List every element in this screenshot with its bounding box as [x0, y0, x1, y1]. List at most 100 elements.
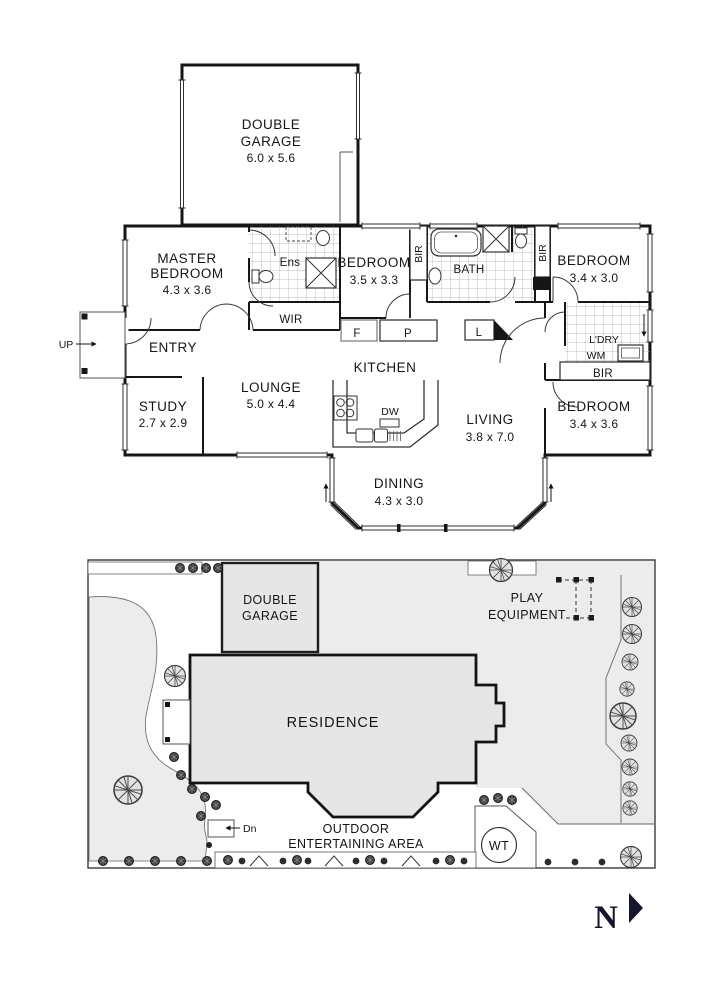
label-dining: DINING: [374, 476, 424, 491]
label-master-dims: 4.3 x 3.6: [163, 283, 212, 297]
label-pantry: P: [404, 328, 412, 340]
label-bedroom2: BEDROOM: [337, 255, 410, 270]
window-lounge-bottom: [236, 451, 328, 459]
label-bedroom3-dims: 3.4 x 3.0: [570, 271, 619, 285]
porch-post: [81, 368, 88, 374]
site-label-dn: Dn: [243, 823, 257, 835]
floor-plan-labels: DOUBLE GARAGE 6.0 x 5.6 MASTER BEDROOM 4…: [59, 117, 630, 508]
label-entry: ENTRY: [149, 340, 197, 355]
window-bay-bottom: [361, 524, 515, 532]
label-wir: WIR: [279, 314, 302, 326]
garage-door-right: [354, 72, 362, 140]
window-laundry-right: [646, 309, 654, 343]
down-step: Dn: [207, 819, 257, 838]
cooktop-icon: [333, 395, 358, 421]
residence-porch: [162, 699, 191, 745]
label-garage-dims: 6.0 x 5.6: [247, 151, 296, 165]
bay-mullion: [397, 524, 401, 532]
entry-door: [124, 317, 152, 345]
washing-machine-icon: [617, 344, 644, 362]
label-living-dims: 3.8 x 7.0: [466, 430, 515, 444]
label-living: LIVING: [466, 412, 513, 427]
label-up: UP: [59, 339, 74, 351]
site-label-outdoor-1: OUTDOOR: [323, 822, 390, 836]
dishwasher-icon: [379, 418, 400, 428]
label-bedroom4: BEDROOM: [557, 399, 630, 414]
bathtub-icon: [430, 228, 482, 257]
label-lounge-dims: 5.0 x 4.4: [247, 397, 296, 411]
sink-icon: [355, 428, 401, 443]
porch-post: [81, 313, 88, 320]
pantry-cupboard: [379, 319, 438, 342]
label-bir-3: BIR: [593, 368, 613, 380]
compass: N: [594, 893, 643, 936]
bath-shower-icon: [482, 225, 510, 253]
bath-basin-icon: [428, 267, 442, 285]
garage-structure: [178, 63, 362, 227]
ensuite-shower-icon: [305, 257, 337, 289]
annotation-arrows: [76, 314, 647, 502]
window-bay-diag-left: [330, 500, 360, 531]
label-study: STUDY: [139, 399, 187, 414]
kitchen-bench: [332, 380, 439, 448]
label-garage-1: DOUBLE: [242, 117, 301, 132]
label-washing-machine: WM: [587, 350, 606, 362]
site-label-garage-2: GARAGE: [242, 609, 298, 623]
bath-door: [489, 276, 516, 303]
label-bir-1: BIR: [413, 245, 425, 263]
label-lounge: LOUNGE: [241, 380, 301, 395]
ensuite-basin-icon: [316, 230, 330, 246]
lawn-edge-line: [521, 787, 654, 825]
north-arrow-icon: [629, 893, 643, 923]
label-bedroom3: BEDROOM: [557, 253, 630, 268]
window-bedroom3-right: [646, 233, 654, 293]
label-ensuite: Ens: [280, 257, 301, 269]
entry-porch: [79, 311, 126, 379]
windows: [121, 222, 654, 532]
door-arcs: [124, 229, 579, 408]
laundry-door: [544, 311, 566, 333]
label-dining-dims: 4.3 x 3.0: [375, 494, 424, 508]
label-bedroom4-dims: 3.4 x 3.6: [570, 417, 619, 431]
wall-nib: [533, 277, 550, 290]
window-master-left: [121, 239, 129, 307]
garage-step-line: [339, 151, 353, 222]
window-bedroom4-right: [646, 385, 654, 451]
label-study-dims: 2.7 x 2.9: [139, 416, 188, 430]
bedroom3-door: [552, 276, 579, 303]
label-bir-2: BIR: [537, 244, 549, 262]
label-garage-2: GARAGE: [241, 134, 302, 149]
window-bay-left: [328, 457, 336, 503]
site-label-play-1: PLAY: [511, 591, 544, 605]
living-arch-door: [499, 317, 546, 364]
site-label-play-2: EQUIPMENT: [488, 608, 566, 622]
site-label-residence: RESIDENCE: [287, 715, 380, 731]
site-label-outdoor-2: ENTERTAINING AREA: [288, 837, 424, 851]
window-bath-top: [429, 222, 478, 230]
shrubs: [98, 563, 606, 866]
ensuite-door: [248, 229, 276, 257]
label-bath: BATH: [453, 264, 484, 276]
garage-door-left: [178, 79, 186, 209]
north-label: N: [594, 900, 618, 936]
wir-door: [248, 281, 274, 307]
linen-corner: [494, 320, 513, 340]
ensuite-toilet-icon: [251, 269, 274, 284]
water-tank: WT: [474, 805, 537, 869]
bedroom2-door: [385, 293, 411, 319]
site-label-garage-1: DOUBLE: [243, 593, 297, 607]
bir-closet-3: [559, 361, 651, 381]
master-double-doors: [199, 303, 254, 331]
label-linen: L: [476, 327, 483, 339]
bay-mullion: [444, 524, 448, 532]
skylight-dashed: [285, 226, 312, 242]
bedroom4-door: [552, 381, 579, 408]
site-garage-block: DOUBLE GARAGE: [220, 561, 320, 654]
fixtures: [251, 225, 644, 448]
label-kitchen: KITCHEN: [354, 360, 417, 375]
floor-plan: DOUBLE GARAGE 6.0 x 5.6 MASTER BEDROOM 4…: [59, 63, 654, 532]
label-fridge: F: [353, 328, 360, 340]
window-bedroom2-top: [361, 222, 421, 230]
